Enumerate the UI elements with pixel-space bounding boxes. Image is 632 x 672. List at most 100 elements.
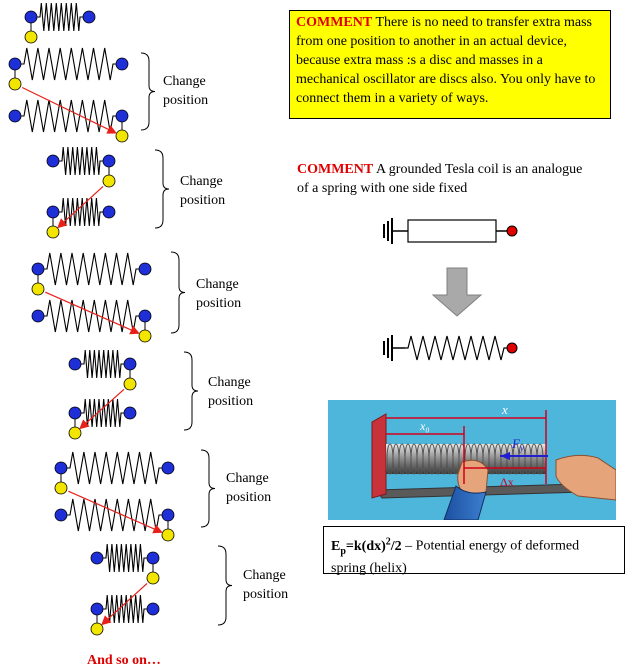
spring-zigzag — [81, 398, 124, 428]
label-line: Change — [163, 74, 206, 89]
blue-mass — [54, 508, 68, 522]
blue-mass — [82, 10, 96, 24]
blue-mass — [46, 205, 60, 219]
yellow-mass — [102, 174, 116, 188]
spring-zigzag — [21, 47, 116, 81]
change-position-label: Change position — [163, 72, 208, 110]
comment-heading: COMMENT — [296, 15, 373, 30]
blue-mass — [54, 461, 68, 475]
label-line: position — [208, 394, 254, 409]
yellow-mass — [54, 481, 68, 495]
change-position-label: Change position — [196, 275, 241, 313]
spring-zigzag — [37, 2, 83, 32]
blue-mass — [31, 309, 45, 323]
comment-box: COMMENT There is no need to transfer ext… — [289, 10, 611, 119]
yellow-mass — [31, 282, 45, 296]
spring-illustration: x₀ x Fy Δx — [328, 400, 616, 520]
tesla-coil-symbol — [383, 218, 518, 244]
transfer-arrow — [79, 388, 125, 430]
and-so-on-label: And so on… — [87, 653, 161, 668]
spring-zigzag — [103, 594, 147, 624]
blue-mass — [8, 109, 22, 123]
curly-brace — [183, 351, 199, 431]
blue-mass — [102, 205, 116, 219]
yellow-mass — [68, 426, 82, 440]
blue-mass — [161, 461, 175, 475]
yellow-mass — [24, 30, 38, 44]
comment-text: There is no need to transfer extra mass … — [296, 15, 596, 106]
label-line: Change — [196, 277, 239, 292]
tesla-comment: COMMENT A grounded Tesla coil is an anal… — [297, 160, 597, 198]
arm-sleeve — [443, 485, 487, 520]
blue-mass — [146, 602, 160, 616]
formula-description: – Potential energy of deformed spring (h… — [331, 538, 580, 577]
blue-mass — [8, 57, 22, 71]
blue-mass — [115, 109, 129, 123]
label-line: position — [180, 193, 226, 208]
comment-heading: COMMENT — [297, 162, 374, 177]
label-line: Change — [208, 375, 251, 390]
transfer-arrow — [57, 185, 104, 229]
spring-zigzag — [59, 197, 103, 227]
spring-zigzag — [67, 451, 162, 485]
down-arrow — [431, 267, 483, 317]
transfer-arrow — [101, 582, 148, 626]
comment-text: A grounded Tesla coil is an analogue of … — [297, 162, 583, 196]
spring-zigzag — [44, 299, 139, 333]
terminal-red — [506, 342, 518, 354]
transfer-arrows-layer — [21, 86, 163, 626]
label-line: Change — [226, 471, 269, 486]
coil-turn — [536, 443, 544, 475]
transfer-arrow — [45, 291, 140, 335]
label-line: Change — [180, 174, 223, 189]
masses-layer — [8, 10, 175, 636]
blue-mass — [90, 602, 104, 616]
transfer-arrow — [68, 490, 163, 534]
change-position-label: Change position — [243, 566, 288, 604]
curly-brace — [200, 449, 216, 528]
yellow-mass — [161, 528, 175, 542]
spring-zigzag — [67, 498, 162, 532]
wall-plate — [371, 413, 387, 499]
change-position-label: Change position — [226, 469, 271, 507]
spring-zigzag — [103, 543, 147, 573]
blue-mass — [123, 357, 137, 371]
spring-illustration-svg: x₀ x Fy Δx — [371, 402, 616, 520]
yellow-mass — [146, 571, 160, 585]
label-line: Change — [243, 568, 286, 583]
braces-layer — [140, 52, 233, 626]
blue-mass — [24, 10, 38, 24]
spring-zigzag — [81, 349, 124, 379]
grounded-spring — [383, 335, 518, 361]
curly-brace — [154, 149, 170, 229]
blue-mass — [31, 262, 45, 276]
blue-mass — [123, 406, 137, 420]
label-line: position — [226, 490, 272, 505]
yellow-mass — [90, 622, 104, 636]
formula-expression: Ep=k(dx)2/2 — [331, 536, 402, 557]
yellow-mass — [46, 225, 60, 239]
blue-mass — [115, 57, 129, 71]
label-line: position — [243, 587, 289, 602]
curly-brace — [140, 52, 156, 131]
label-line: position — [196, 296, 242, 311]
formula-box: Ep=k(dx)2/2 – Potential energy of deform… — [323, 526, 625, 577]
yellow-mass — [138, 329, 152, 343]
spring-zigzag — [59, 146, 103, 176]
blue-mass — [68, 406, 82, 420]
change-position-label: Change position — [180, 172, 225, 210]
curly-brace — [217, 545, 233, 626]
blue-mass — [161, 508, 175, 522]
coil-rectangle — [407, 219, 497, 243]
blue-mass — [68, 357, 82, 371]
coil-turns — [386, 443, 544, 475]
blue-mass — [138, 309, 152, 323]
spring-zigzag — [44, 252, 139, 286]
blue-mass — [102, 154, 116, 168]
curly-brace — [170, 251, 186, 334]
label-fy: Fy — [511, 436, 524, 453]
springs-layer — [21, 2, 162, 624]
spring-zigzag — [405, 335, 507, 361]
change-position-label: Change position — [208, 373, 253, 411]
